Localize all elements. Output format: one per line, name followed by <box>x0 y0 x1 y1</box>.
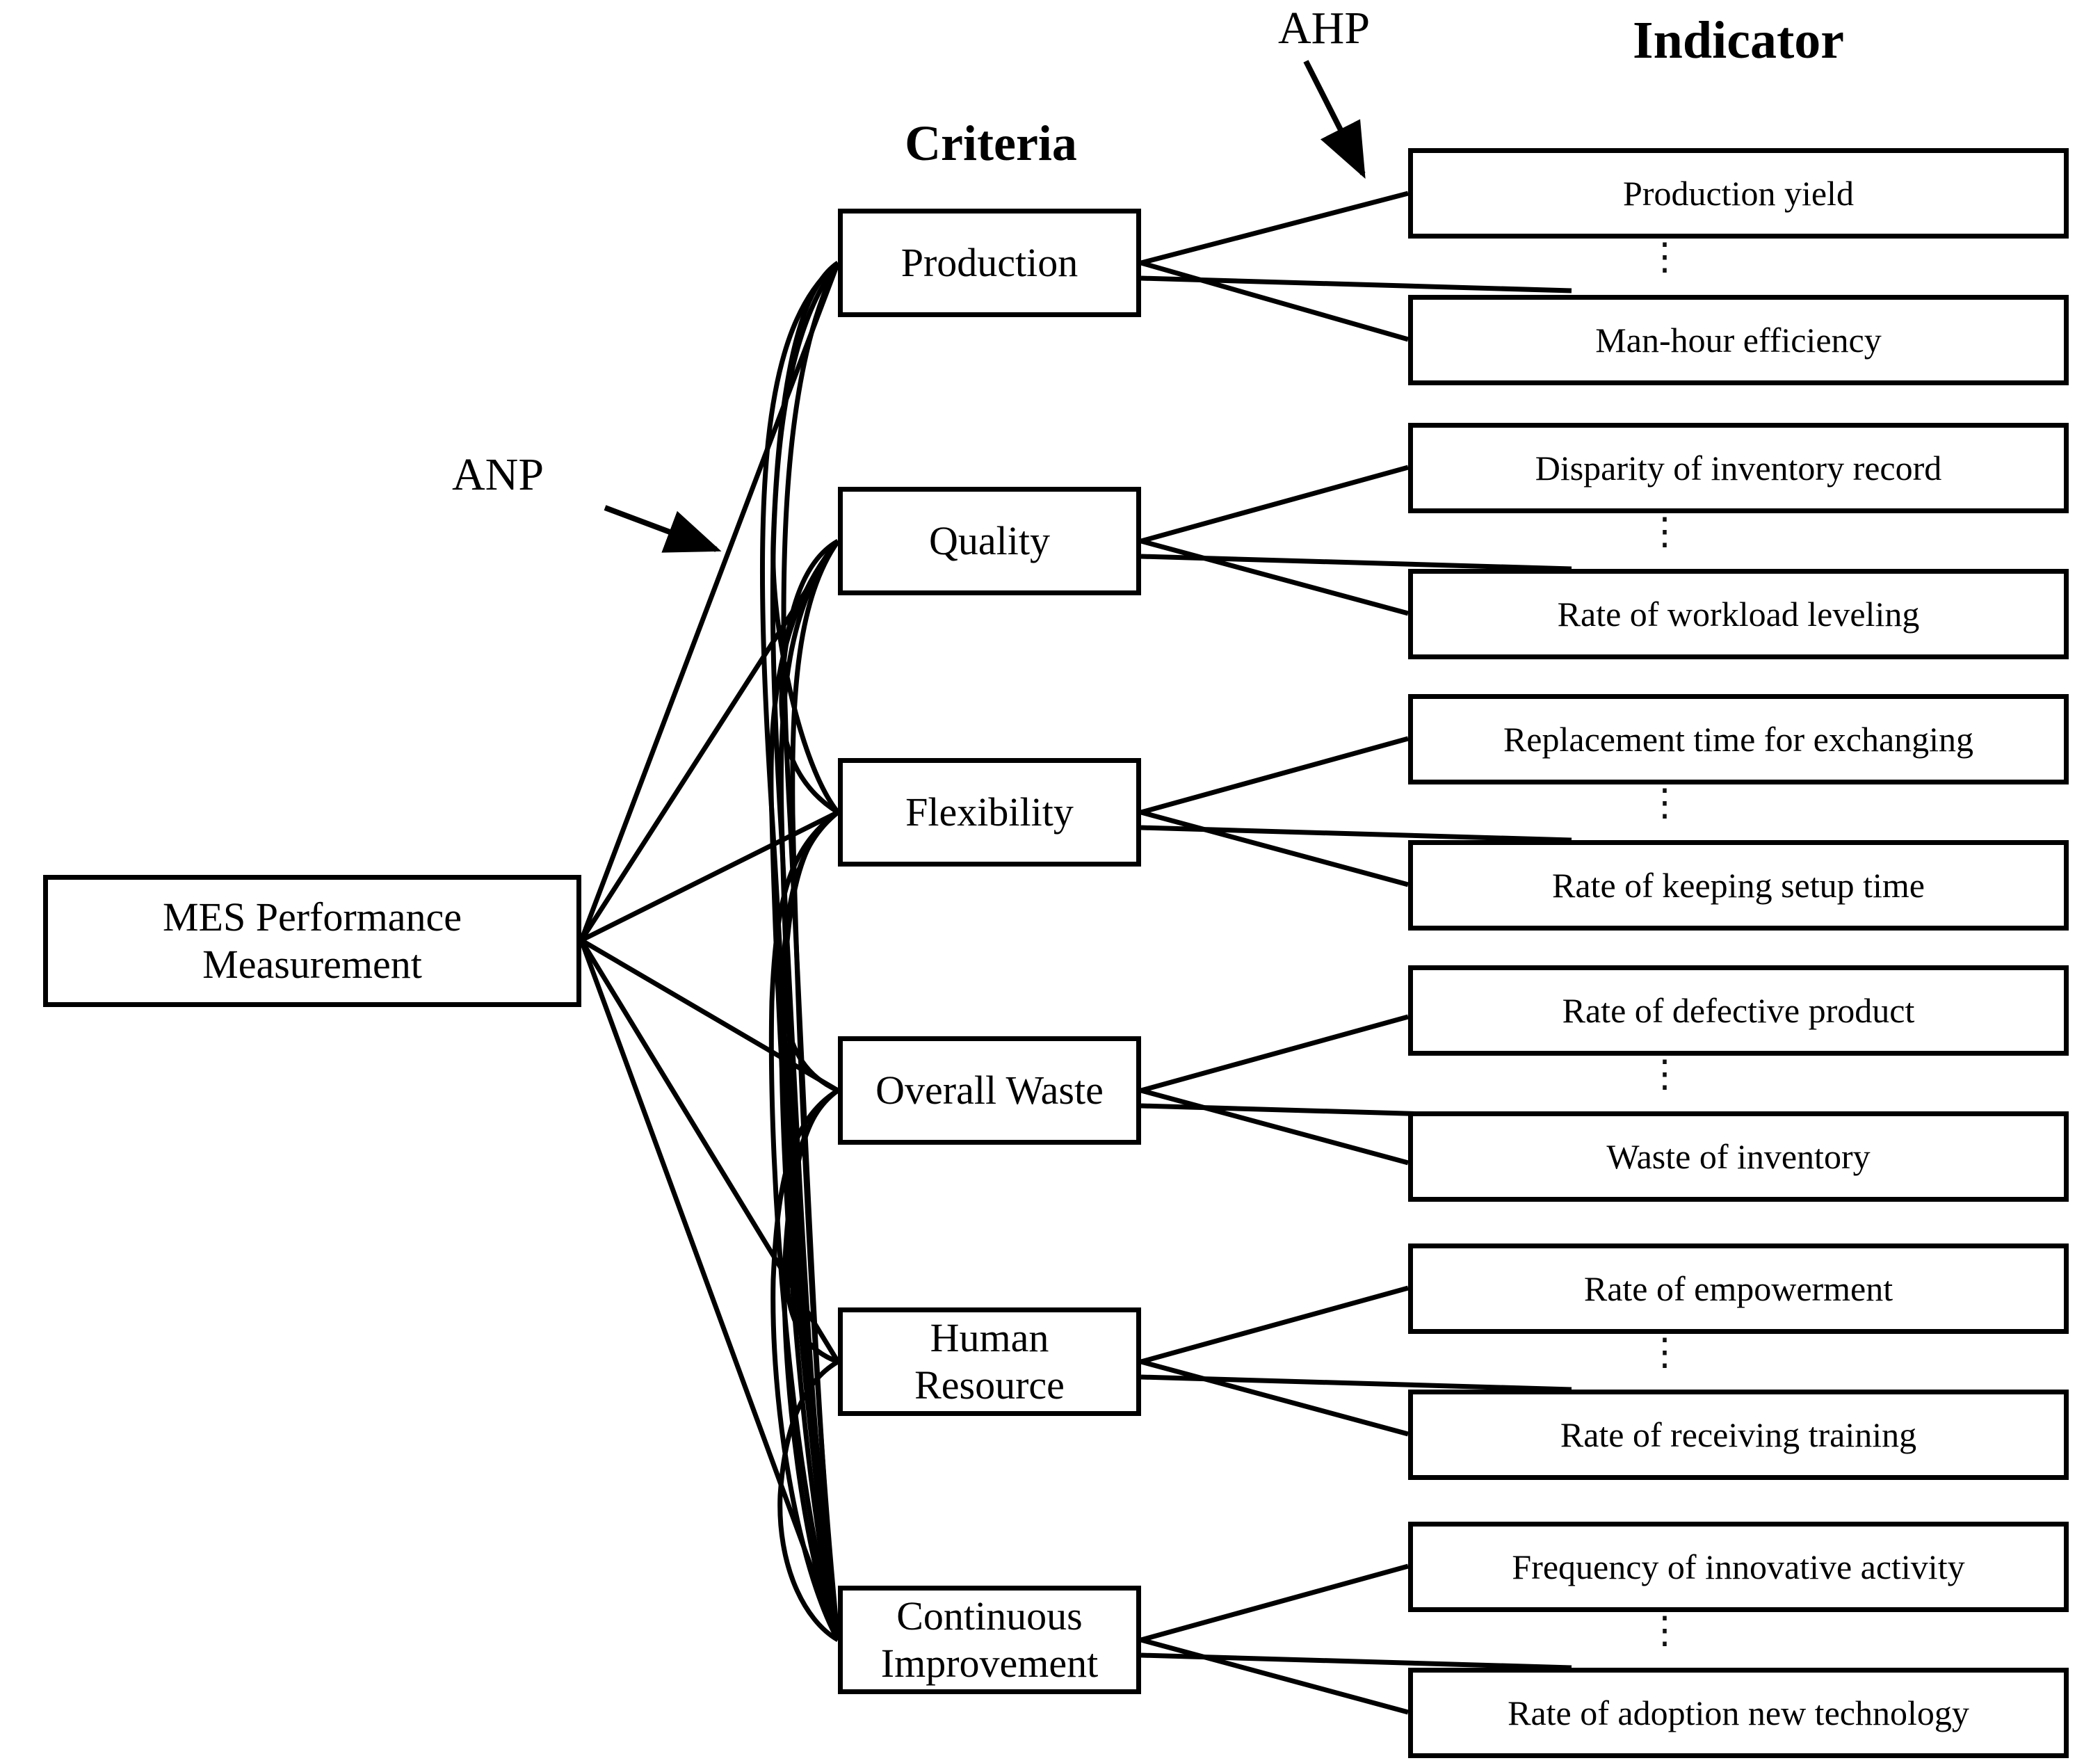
indicator-ellipsis: ⋮ <box>1646 510 1683 552</box>
criteria-label-line1: Overall Waste <box>875 1067 1104 1113</box>
anp-arrow <box>604 505 722 553</box>
criteria-node-flexibility[interactable]: Flexibility <box>838 758 1141 867</box>
goal-node[interactable]: MES Performance Measurement <box>43 875 581 1007</box>
indicator-ellipsis: ⋮ <box>1646 1609 1683 1651</box>
criteria-node-continuous-improvement[interactable]: Continuous Improvement <box>838 1586 1141 1694</box>
indicator-node[interactable]: Rate of receiving training <box>1408 1390 2069 1480</box>
annotation-label-ahp: AHP <box>1278 3 1371 54</box>
indicator-node[interactable]: Man-hour efficiency <box>1408 295 2069 385</box>
indicator-label: Waste of inventory <box>1606 1136 1871 1176</box>
column-header-indicator: Indicator <box>1633 11 1844 70</box>
indicator-node[interactable]: Rate of workload leveling <box>1408 569 2069 659</box>
annotation-label-anp: ANP <box>452 449 544 500</box>
criteria-label-line1: Quality <box>929 517 1050 563</box>
indicator-label: Man-hour efficiency <box>1595 320 1882 360</box>
column-header-criteria: Criteria <box>905 115 1077 171</box>
indicator-label: Production yield <box>1623 173 1854 213</box>
indicator-label: Rate of empowerment <box>1583 1269 1893 1308</box>
indicator-node[interactable]: Replacement time for exchanging <box>1408 694 2069 784</box>
indicator-label: Disparity of inventory record <box>1535 448 1942 488</box>
ellipsis-dot: ⋮ <box>1646 236 1683 277</box>
ellipsis-dot: ⋮ <box>1646 1609 1683 1651</box>
indicator-ellipsis: ⋮ <box>1646 782 1683 823</box>
criteria-label-line1: Flexibility <box>905 789 1074 835</box>
goal-to-criteria-links <box>579 261 841 1641</box>
goal-label-line1: MES Performance <box>162 894 462 940</box>
criteria-node-overall-waste[interactable]: Overall Waste <box>838 1036 1141 1145</box>
indicator-node[interactable]: Production yield <box>1408 148 2069 239</box>
anp-network-curves <box>760 261 841 1643</box>
indicator-label: Rate of keeping setup time <box>1552 865 1925 905</box>
indicator-label: Rate of workload leveling <box>1557 594 1920 634</box>
indicator-node[interactable]: Rate of empowerment <box>1408 1243 2069 1334</box>
indicator-label: Replacement time for exchanging <box>1503 719 1974 759</box>
indicator-node[interactable]: Rate of adoption new technology <box>1408 1668 2069 1758</box>
criteria-node-human-resource[interactable]: Human Resource <box>838 1307 1141 1416</box>
indicator-label: Rate of adoption new technology <box>1508 1693 1969 1732</box>
indicator-label: Rate of defective product <box>1562 990 1915 1030</box>
ellipsis-dot: ⋮ <box>1646 1331 1683 1373</box>
criteria-label-line1: Production <box>900 239 1079 285</box>
indicator-label: Frequency of innovative activity <box>1512 1547 1965 1586</box>
indicator-label: Rate of receiving training <box>1560 1415 1917 1454</box>
ahp-arrow <box>1303 60 1366 179</box>
indicator-node[interactable]: Frequency of innovative activity <box>1408 1522 2069 1612</box>
indicator-node[interactable]: Disparity of inventory record <box>1408 423 2069 513</box>
ellipsis-dot: ⋮ <box>1646 1053 1683 1095</box>
criteria-label-line2: Improvement <box>880 1641 1099 1686</box>
indicator-ellipsis: ⋮ <box>1646 236 1683 277</box>
criteria-node-quality[interactable]: Quality <box>838 487 1141 595</box>
criteria-label-line1: Continuous <box>896 1593 1083 1639</box>
indicator-ellipsis: ⋮ <box>1646 1053 1683 1095</box>
ellipsis-dot: ⋮ <box>1646 782 1683 823</box>
indicator-node[interactable]: Waste of inventory <box>1408 1111 2069 1202</box>
criteria-label-line1: Human <box>930 1314 1049 1360</box>
criteria-to-indicator-links <box>1140 191 1572 1715</box>
indicator-node[interactable]: Rate of defective product <box>1408 965 2069 1056</box>
indicator-ellipsis: ⋮ <box>1646 1331 1683 1373</box>
goal-label-line2: Measurement <box>202 942 422 987</box>
ellipsis-dot: ⋮ <box>1646 510 1683 552</box>
indicator-node[interactable]: Rate of keeping setup time <box>1408 840 2069 931</box>
criteria-node-production[interactable]: Production <box>838 209 1141 317</box>
criteria-label-line2: Resource <box>914 1362 1065 1408</box>
